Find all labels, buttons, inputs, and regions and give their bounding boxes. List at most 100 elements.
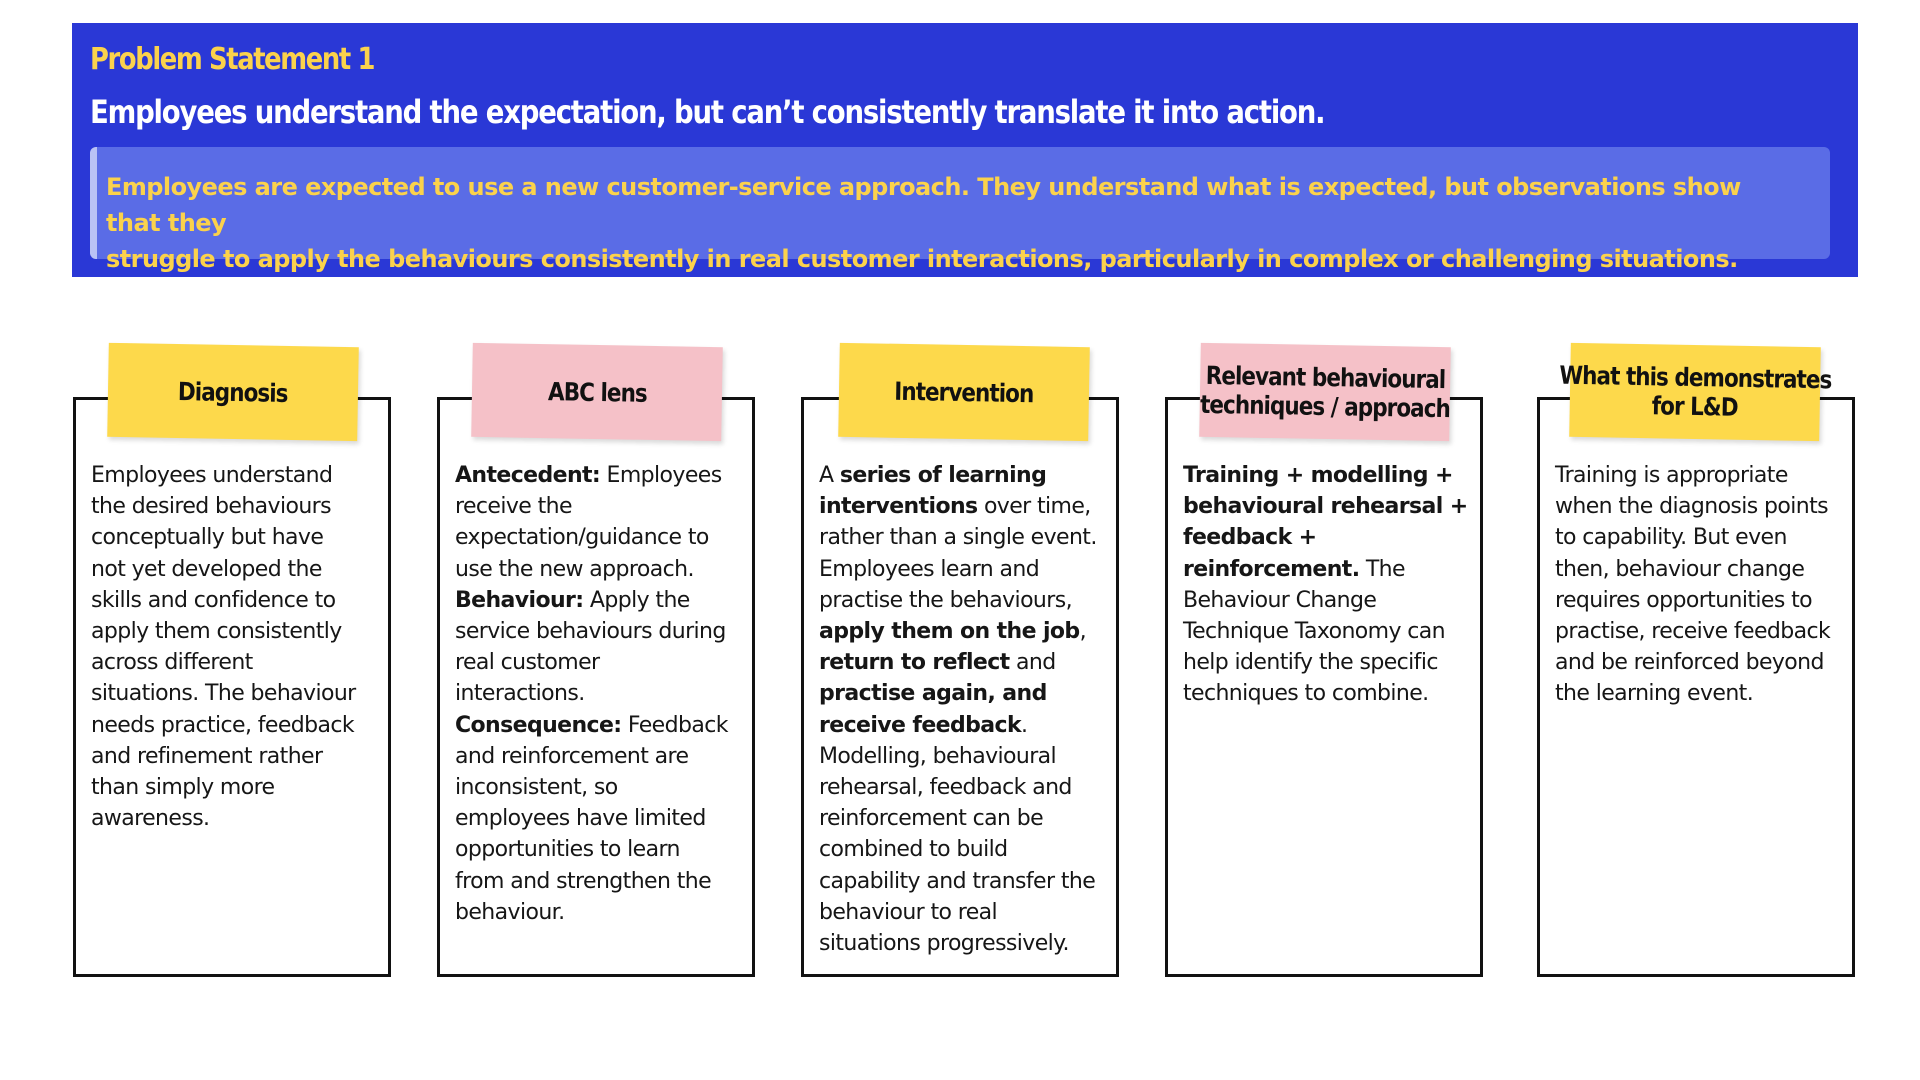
text: behaviour.	[455, 899, 565, 925]
text: Employees	[600, 463, 723, 488]
callout-line: struggle to apply the behaviours consist…	[106, 245, 1738, 273]
text: Training is appropriate	[1555, 463, 1788, 488]
card-line: Consequence: Feedback	[455, 710, 742, 741]
text: situations. The behaviour	[91, 681, 356, 707]
bold-text: apply them on the job	[819, 619, 1080, 645]
card-line: practise the behaviours,	[819, 585, 1106, 616]
text: inconsistent, so	[455, 775, 618, 801]
card-line: techniques to combine.	[1183, 678, 1470, 709]
card-line: interactions.	[455, 678, 742, 709]
bold-text: Training + modelling +	[1183, 463, 1453, 488]
text: combined to build	[819, 837, 1008, 863]
card-line: apply them consistently	[91, 616, 378, 647]
techniques-card: Training + modelling + behavioural rehear…	[1165, 397, 1483, 977]
card-body: Training is appropriate when the diagnosi…	[1555, 460, 1842, 710]
card-line: help identify the specific	[1183, 647, 1470, 678]
card-line: the desired behaviours	[91, 491, 378, 522]
card-line: interventions over time,	[819, 491, 1106, 522]
card-line: situations. The behaviour	[91, 678, 378, 709]
text: practise the behaviours,	[819, 587, 1073, 613]
card-line: behaviour to real	[819, 897, 1106, 928]
text: practise, receive feedback	[1555, 619, 1831, 645]
tag-label: What this demonstrates	[1559, 360, 1832, 395]
text: employees have limited	[455, 806, 706, 832]
card-line: rather than a single event.	[819, 522, 1106, 553]
card-line: needs practice, feedback	[91, 710, 378, 741]
card-body: Employees understand the desired behaviou…	[91, 460, 378, 834]
text: reinforcement can be	[819, 806, 1044, 832]
card-line: opportunities to learn	[455, 834, 742, 865]
text: .	[1021, 712, 1028, 738]
card-line: real customer	[455, 647, 742, 678]
card-line: Employees learn and	[819, 554, 1106, 585]
card-line: reinforcement. The	[1183, 554, 1470, 585]
card-line: situations progressively.	[819, 928, 1106, 959]
bold-text: interventions	[819, 494, 978, 520]
problem-statement-callout: Employees are expected to use a new cust…	[90, 147, 1830, 273]
text: not yet developed the	[91, 556, 322, 582]
card-line: the learning event.	[1555, 678, 1842, 709]
tag-label: for L&D	[1651, 391, 1738, 422]
card-line: and refinement rather	[91, 741, 378, 772]
diagnosis-card: Employees understand the desired behaviou…	[73, 397, 391, 977]
diagnosis-tag: Diagnosis	[107, 342, 359, 442]
problem-statement-kicker: Problem Statement 1	[90, 42, 375, 77]
card-line: than simply more	[91, 772, 378, 803]
card-line: behaviour.	[455, 897, 742, 928]
bold-text: series of learning	[839, 463, 1047, 488]
intervention-tag: Intervention	[838, 342, 1090, 442]
bold-text: Behaviour:	[455, 587, 584, 613]
bold-text: practise again, and	[819, 681, 1047, 707]
bold-text: receive feedback	[819, 712, 1022, 738]
card-line: conceptually but have	[91, 522, 378, 553]
card-line: when the diagnosis points	[1555, 491, 1842, 522]
card-line: from and strengthen the	[455, 866, 742, 897]
text: to capability. But even	[1555, 525, 1787, 551]
text: Behaviour Change	[1183, 587, 1377, 613]
tag-label: Diagnosis	[177, 376, 289, 408]
card-line: reinforcement can be	[819, 803, 1106, 834]
card-line: practise, receive feedback	[1555, 616, 1842, 647]
card-line: requires opportunities to	[1555, 585, 1842, 616]
text: use the new approach.	[455, 556, 694, 582]
card-line: then, behaviour change	[1555, 554, 1842, 585]
bold-text: Consequence:	[455, 712, 622, 738]
text: rather than a single event.	[819, 525, 1097, 551]
text: rehearsal, feedback and	[819, 775, 1072, 801]
text: than simply more	[91, 775, 275, 801]
text: and	[1009, 650, 1056, 676]
text: Modelling, behavioural	[819, 743, 1057, 769]
text: Feedback	[621, 712, 729, 738]
text: awareness.	[91, 806, 210, 832]
card-line: employees have limited	[455, 803, 742, 834]
text: The	[1359, 556, 1406, 582]
text: Employees learn and	[819, 556, 1040, 582]
techniques-tag: Relevant behavioural techniques / approa…	[1199, 342, 1451, 442]
card-line: apply them on the job,	[819, 616, 1106, 647]
card-line: A series of learning	[819, 460, 1106, 491]
card-line: behavioural rehearsal +	[1183, 491, 1470, 522]
text: the desired behaviours	[91, 494, 332, 520]
card-line: return to reflect and	[819, 647, 1106, 678]
card-line: and be reinforced beyond	[1555, 647, 1842, 678]
bold-text: Antecedent:	[455, 463, 601, 488]
text: situations progressively.	[819, 931, 1069, 957]
text: ,	[1079, 619, 1087, 645]
text: interactions.	[455, 681, 585, 707]
abc-lens-tag: ABC lens	[471, 342, 723, 442]
text: A	[819, 463, 840, 488]
text: Employees understand	[91, 463, 333, 488]
card-line: combined to build	[819, 834, 1106, 865]
text: and refinement rather	[91, 743, 323, 769]
text: across different	[91, 650, 253, 676]
tag-label: ABC lens	[547, 376, 647, 408]
tag-label: techniques / approach	[1199, 389, 1450, 424]
text: when the diagnosis points	[1555, 494, 1829, 520]
ld-tag: What this demonstrates for L&D	[1559, 342, 1832, 442]
card-line: practise again, and	[819, 678, 1106, 709]
problem-statement-banner: Problem Statement 1 Employees understand…	[72, 23, 1858, 277]
card-line: expectation/guidance to	[455, 522, 742, 553]
text: behaviour to real	[819, 899, 998, 925]
